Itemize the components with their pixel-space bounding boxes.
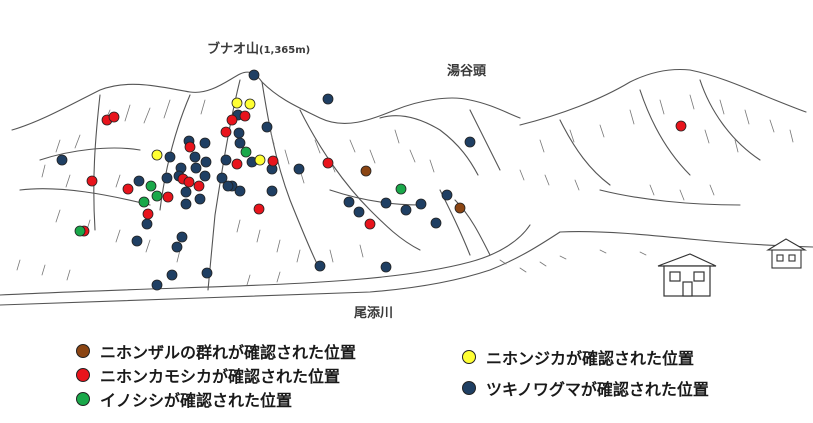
bear-sighting-marker bbox=[131, 235, 143, 247]
bear-sighting-marker bbox=[234, 185, 246, 197]
peak-elevation: (1,365m) bbox=[259, 45, 311, 56]
boar-sighting-marker bbox=[240, 146, 252, 158]
bear-sighting-marker bbox=[176, 231, 188, 243]
legend-text-boar: イノシシが確認された位置 bbox=[100, 391, 293, 410]
bear-sighting-marker bbox=[199, 137, 211, 149]
legend-dot-bear bbox=[462, 380, 476, 395]
bear-sighting-marker bbox=[216, 172, 228, 184]
bear-sighting-marker bbox=[189, 151, 201, 163]
serow-sighting-marker bbox=[231, 158, 243, 170]
legend-dot-boar bbox=[76, 392, 90, 406]
legend-item-serow: ニホンカモシカが確認された位置 bbox=[76, 363, 356, 387]
bear-sighting-marker bbox=[222, 180, 234, 192]
peak-name: ブナオ山 bbox=[207, 42, 260, 57]
terrain-hatching bbox=[16, 94, 794, 286]
bear-sighting-marker bbox=[380, 197, 392, 209]
serow-sighting-marker bbox=[226, 114, 238, 126]
serow-sighting-marker bbox=[675, 120, 687, 132]
sightings-layer bbox=[56, 69, 687, 291]
bear-sighting-marker bbox=[56, 154, 68, 166]
legend-item-monkey: ニホンザルの群れが確認された位置 bbox=[76, 339, 356, 363]
deer-sighting-marker bbox=[231, 97, 243, 109]
serow-sighting-marker bbox=[220, 126, 232, 138]
river-label: 尾添川 bbox=[354, 306, 394, 321]
bear-sighting-marker bbox=[220, 154, 232, 166]
bear-sighting-marker bbox=[261, 121, 273, 133]
bear-sighting-marker bbox=[190, 162, 202, 174]
serow-sighting-marker bbox=[364, 218, 376, 230]
serow-sighting-marker bbox=[142, 208, 154, 220]
bear-sighting-marker bbox=[201, 267, 213, 279]
legend-text-deer: ニホンジカが確認された位置 bbox=[486, 348, 695, 368]
bear-sighting-marker bbox=[180, 198, 192, 210]
bear-sighting-marker bbox=[464, 136, 476, 148]
bear-sighting-marker bbox=[200, 156, 212, 168]
monkey-sighting-marker bbox=[454, 202, 466, 214]
deer-sighting-marker bbox=[151, 149, 163, 161]
bear-sighting-marker bbox=[430, 217, 442, 229]
legend-text-bear: ツキノワグマが確認された位置 bbox=[486, 379, 709, 399]
terrain-sketch bbox=[0, 68, 813, 306]
peak-label: ブナオ山(1,365m) bbox=[207, 38, 310, 57]
house-icon bbox=[766, 238, 808, 269]
boar-sighting-marker bbox=[151, 190, 163, 202]
bear-sighting-marker bbox=[161, 172, 173, 184]
bear-sighting-marker bbox=[166, 269, 178, 281]
bear-sighting-marker bbox=[194, 193, 206, 205]
bear-sighting-marker bbox=[322, 93, 334, 105]
bear-sighting-marker bbox=[415, 198, 427, 210]
serow-sighting-marker bbox=[267, 155, 279, 167]
serow-sighting-marker bbox=[162, 191, 174, 203]
bear-sighting-marker bbox=[353, 206, 365, 218]
bear-sighting-marker bbox=[171, 241, 183, 253]
bear-sighting-marker bbox=[234, 137, 246, 149]
serow-sighting-marker bbox=[184, 141, 196, 153]
deer-sighting-marker bbox=[244, 98, 256, 110]
legend-dot-deer bbox=[462, 349, 476, 364]
boar-sighting-marker bbox=[138, 196, 150, 208]
legend-dot-monkey bbox=[76, 344, 90, 358]
bear-sighting-marker bbox=[164, 151, 176, 163]
bear-sighting-marker bbox=[141, 218, 153, 230]
bear-sighting-marker bbox=[151, 279, 163, 291]
serow-sighting-marker bbox=[108, 111, 120, 123]
bear-sighting-marker bbox=[199, 170, 211, 182]
legend-right: ニホンジカが確認された位置 ツキノワグマが確認された位置 bbox=[462, 341, 709, 403]
bear-sighting-marker bbox=[266, 185, 278, 197]
bear-sighting-marker bbox=[380, 261, 392, 273]
legend-item-boar: イノシシが確認された位置 bbox=[76, 387, 356, 411]
monkey-sighting-marker bbox=[360, 165, 372, 177]
serow-sighting-marker bbox=[322, 157, 334, 169]
serow-sighting-marker bbox=[122, 183, 134, 195]
boar-sighting-marker bbox=[395, 183, 407, 195]
bear-sighting-marker bbox=[400, 204, 412, 216]
bear-sighting-marker bbox=[441, 189, 453, 201]
serow-sighting-marker bbox=[253, 203, 265, 215]
boar-sighting-marker bbox=[74, 225, 86, 237]
legend-text-serow: ニホンカモシカが確認された位置 bbox=[100, 367, 341, 386]
legend-text-monkey: ニホンザルの群れが確認された位置 bbox=[100, 343, 357, 362]
bear-sighting-marker bbox=[133, 175, 145, 187]
bear-sighting-marker bbox=[248, 69, 260, 81]
serow-sighting-marker bbox=[183, 176, 195, 188]
bear-sighting-marker bbox=[343, 196, 355, 208]
bear-sighting-marker bbox=[233, 127, 245, 139]
boar-sighting-marker bbox=[145, 180, 157, 192]
bear-sighting-marker bbox=[314, 260, 326, 272]
serow-sighting-marker bbox=[239, 110, 251, 122]
visitor-center-building-icon bbox=[657, 253, 717, 297]
legend-dot-serow bbox=[76, 368, 90, 382]
deer-sighting-marker bbox=[254, 154, 266, 166]
serow-sighting-marker bbox=[193, 180, 205, 192]
yutani-label: 湯谷頭 bbox=[447, 64, 487, 79]
bear-sighting-marker bbox=[293, 163, 305, 175]
mountain-sketch bbox=[0, 68, 813, 306]
bear-sighting-marker bbox=[180, 186, 192, 198]
legend-left: ニホンザルの群れが確認された位置 ニホンカモシカが確認された位置 イノシシが確認… bbox=[76, 339, 356, 411]
legend-item-deer: ニホンジカが確認された位置 bbox=[462, 341, 709, 372]
serow-sighting-marker bbox=[86, 175, 98, 187]
legend-item-bear: ツキノワグマが確認された位置 bbox=[462, 372, 709, 403]
